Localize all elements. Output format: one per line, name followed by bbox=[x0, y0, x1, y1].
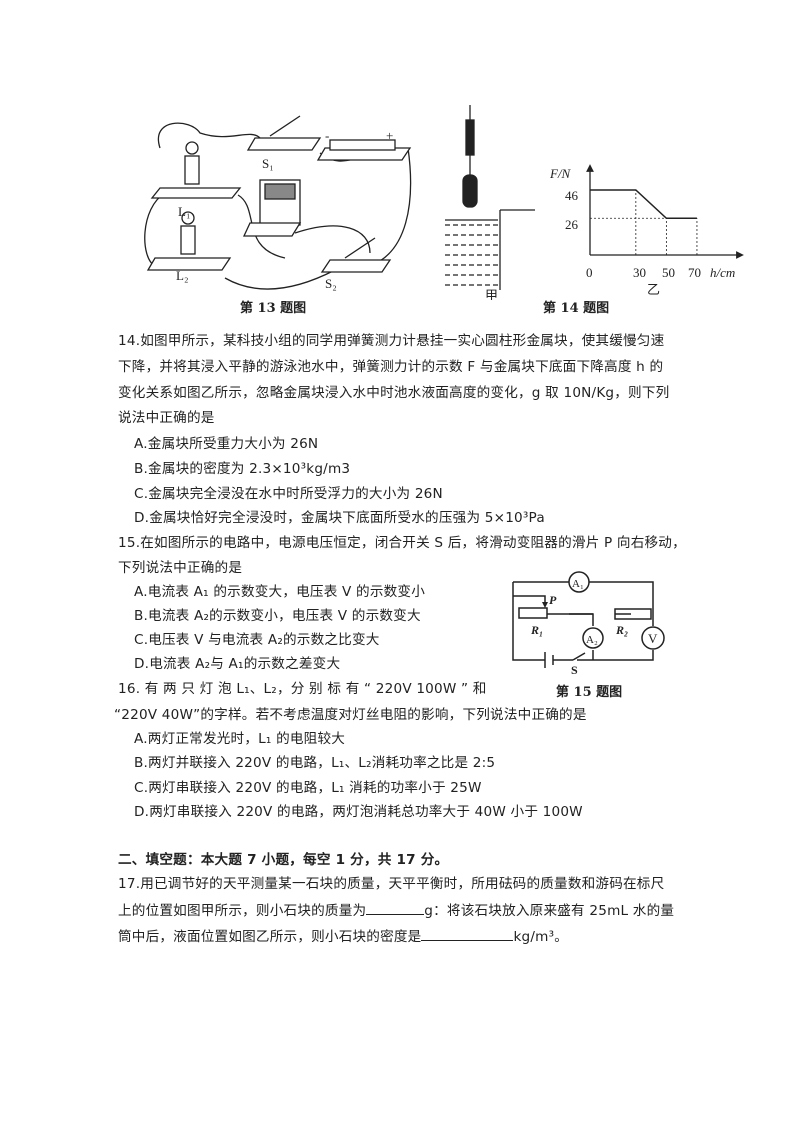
label-yi: 乙 bbox=[647, 282, 660, 297]
mass-answer-blank[interactable] bbox=[366, 900, 425, 915]
q17-line-2-text-b: g：将该石块放入原来盛有 25mL 水的量 bbox=[424, 903, 675, 919]
density-answer-blank[interactable] bbox=[421, 926, 514, 941]
q14-stem-1: 14.如图甲所示，某科技小组的同学用弹簧测力计悬挂一实心圆柱形金属块，使其缓慢匀… bbox=[118, 333, 665, 349]
q17-line-1: 17.用已调节好的天平测量某一石块的质量，天平平衡时，所用砝码的质量数和游码在标… bbox=[118, 876, 665, 892]
figure-15-circuit: A₁ A₂ V P R₁ R₂ S bbox=[512, 571, 665, 675]
switch-s-label: S bbox=[571, 663, 578, 675]
q14-stem-3: 变化关系如图乙所示，忽略金属块浸入水中时池水液面高度的变化，g 取 10N/Kg… bbox=[118, 385, 670, 401]
lamp-l2 bbox=[146, 211, 232, 271]
q14-option-d: D.金属块恰好完全浸没时，金属块下底面所受水的压强为 5×10³Pa bbox=[134, 510, 545, 526]
q15-option-a: A.电流表 A₁ 的示数变大，电压表 V 的示数变小 bbox=[134, 584, 426, 600]
q17-line-3: 筒中后，液面位置如图乙所示，则小石块的密度是 kg/m³。 bbox=[118, 926, 568, 946]
lamp-l1 bbox=[150, 141, 242, 199]
figure-13-caption: 第 13 题图 bbox=[240, 301, 307, 316]
label-s2: S₂ bbox=[325, 276, 337, 291]
label-minus: - bbox=[325, 128, 329, 143]
q14-stem-2: 下降，并将其浸入平静的游泳池水中，弹簧测力计的示数 F 与金属块下底面下降高度 … bbox=[118, 359, 664, 375]
q17-line-3-text-a: 筒中后，液面位置如图乙所示，则小石块的密度是 bbox=[118, 929, 422, 945]
q16-option-c: C.两灯串联接入 220V 的电路，L₁ 消耗的功率小于 25W bbox=[134, 780, 482, 796]
q15-option-b: B.电流表 A₂的示数变小，电压表 V 的示数变大 bbox=[134, 608, 421, 624]
y-axis-label: F/N bbox=[550, 166, 572, 181]
figure-14-graph: F/N h/cm 46 26 0 30 50 70 乙 bbox=[550, 164, 744, 297]
x-tick: 0 bbox=[586, 265, 593, 280]
y-tick: 26 bbox=[565, 217, 579, 232]
meter bbox=[242, 179, 302, 237]
switch-s1 bbox=[246, 115, 322, 151]
ammeter-a2-label: A₂ bbox=[586, 634, 598, 646]
figure-13-circuit: L₁ L₂ S₁ S₂ - + bbox=[144, 115, 412, 291]
y-tick: 46 bbox=[565, 188, 579, 203]
x-tick: 30 bbox=[633, 265, 646, 280]
x-tick: 70 bbox=[688, 265, 701, 280]
q14-option-a: A.金属块所受重力大小为 26N bbox=[134, 436, 319, 452]
voltmeter-label: V bbox=[648, 631, 658, 646]
q16-stem-2: “220V 40W”的字样。若不考虑温度对灯丝电阻的影响，下列说法中正确的是 bbox=[114, 707, 587, 723]
label-plus: + bbox=[386, 128, 393, 143]
switch-s2 bbox=[320, 237, 392, 273]
q15-option-d: D.电流表 A₂与 A₁的示数之差变大 bbox=[134, 656, 341, 672]
q14-stem-4: 说法中正确的是 bbox=[118, 410, 215, 426]
slider-p-label: P bbox=[549, 593, 557, 607]
q15-stem-2: 下列说法中正确的是 bbox=[118, 560, 243, 576]
figure-15-caption: 第 15 题图 bbox=[556, 685, 623, 700]
q17-line-2-text-a: 上的位置如图甲所示，则小石块的质量为 bbox=[118, 903, 367, 919]
q17-line-2: 上的位置如图甲所示，则小石块的质量为 g：将该石块放入原来盛有 25mL 水的量 bbox=[118, 900, 674, 920]
label-l2: L₂ bbox=[176, 268, 188, 283]
x-axis-label: h/cm bbox=[710, 265, 735, 280]
figure-14-jia: 甲 bbox=[445, 105, 535, 300]
section-heading: 二、填空题：本大题 7 小题，每空 1 分，共 17 分。 bbox=[118, 852, 449, 868]
series-line bbox=[590, 189, 697, 220]
ammeter-a1-label: A₁ bbox=[572, 578, 584, 590]
q14-option-b: B.金属块的密度为 2.3×10³kg/m3 bbox=[134, 461, 351, 477]
q15-stem-1: 15.在如图所示的电路中，电源电压恒定，闭合开关 S 后，将滑动变阻器的滑片 P… bbox=[118, 535, 686, 551]
battery bbox=[316, 139, 412, 161]
q17-line-3-text-b: kg/m³。 bbox=[513, 929, 569, 945]
q16-option-a: A.两灯正常发光时，L₁ 的电阻较大 bbox=[134, 731, 346, 747]
figure-14-caption: 第 14 题图 bbox=[543, 301, 610, 316]
r2-label: R₂ bbox=[615, 623, 628, 637]
q14-option-c: C.金属块完全浸没在水中时所受浮力的大小为 26N bbox=[134, 486, 443, 502]
q16-option-b: B.两灯并联接入 220V 的电路，L₁、L₂消耗功率之比是 2:5 bbox=[134, 755, 496, 771]
r1-label: R₁ bbox=[530, 623, 543, 637]
q15-option-c: C.电压表 V 与电流表 A₂的示数之比变大 bbox=[134, 632, 380, 648]
label-l1: L₁ bbox=[178, 204, 190, 219]
x-tick: 50 bbox=[662, 265, 675, 280]
q16-option-d: D.两灯串联接入 220V 的电路，两灯泡消耗总功率大于 40W 小于 100W bbox=[134, 804, 583, 820]
q16-stem-1: 16. 有 两 只 灯 泡 L₁、L₂，分 别 标 有 “ 220V 100W … bbox=[118, 681, 487, 697]
label-s1: S₁ bbox=[262, 156, 274, 171]
label-jia: 甲 bbox=[485, 288, 498, 300]
